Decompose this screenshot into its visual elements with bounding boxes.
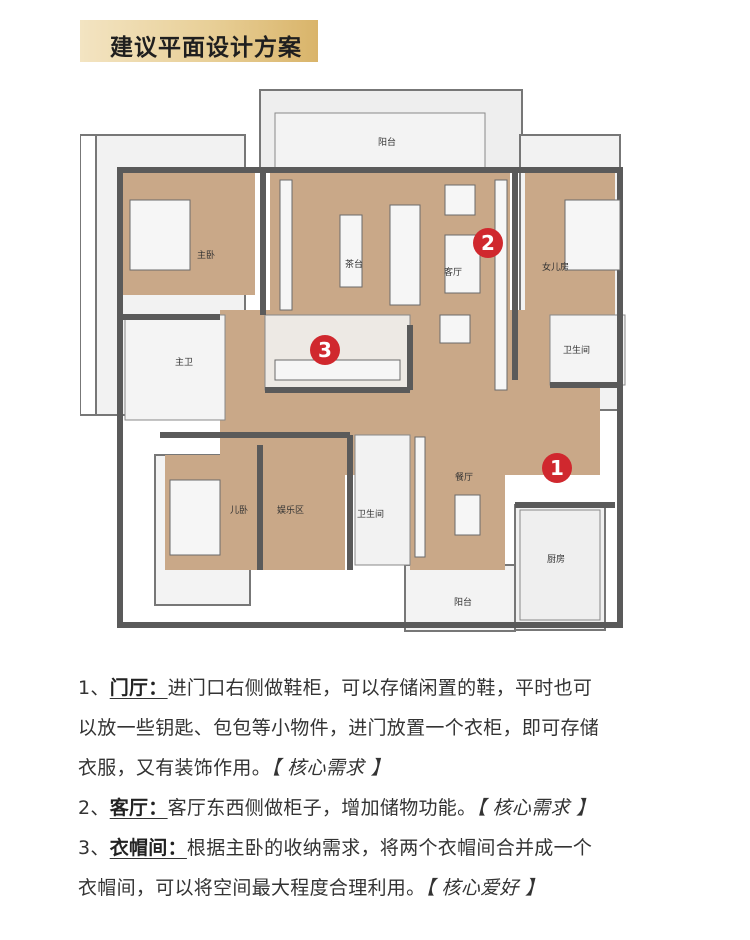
title-banner: 建议平面设计方案 <box>80 20 318 62</box>
item-2-number: 2、 <box>78 797 110 819</box>
room-label-dining: 餐厅 <box>455 471 473 483</box>
marker-3-number: 3 <box>318 338 332 362</box>
item-2-label: 客厅： <box>109 797 168 819</box>
item-3-tag: 【 核心爱好 】 <box>425 877 545 899</box>
room-label-kitchen: 厨房 <box>547 553 565 565</box>
marker-3: 3 <box>310 335 340 365</box>
room-label-living-room: 客厅 <box>444 266 462 278</box>
item-3-line1: 根据主卧的收纳需求，将两个衣帽间合并成一个 <box>186 837 593 859</box>
item-3-line2-row: 衣帽间，可以将空间最大程度合理利用。【 核心爱好 】 <box>78 868 688 908</box>
marker-2: 2 <box>473 228 503 258</box>
item-1-number: 1、 <box>78 677 110 699</box>
room-label-son-room: 儿卧 <box>230 504 248 516</box>
room-label-bathroom-right: 卫生间 <box>563 344 590 356</box>
item-3-number: 3、 <box>78 837 110 859</box>
item-3-line2: 衣帽间，可以将空间最大程度合理利用。 <box>78 877 426 899</box>
room-label-tea-table: 茶台 <box>345 258 363 270</box>
plan-furniture <box>129 179 621 558</box>
room-label-balcony-top: 阳台 <box>378 136 396 148</box>
item-1: 1、门厅：进门口右侧做鞋柜，可以存储闲置的鞋，平时也可 <box>78 668 688 708</box>
item-1-line2: 以放一些钥匙、包包等小物件，进门放置一个衣柜，即可存储 <box>78 717 600 739</box>
item-3-label: 衣帽间： <box>109 837 187 859</box>
floor-plan: 阳台 主卧 茶台 客厅 女儿房 主卫 卫生间 儿卧 娱乐区 卫生间 餐厅 厨房 … <box>80 89 626 632</box>
item-2-tag: 【 核心需求 】 <box>476 797 596 819</box>
marker-1: 1 <box>542 453 572 483</box>
item-3: 3、衣帽间：根据主卧的收纳需求，将两个衣帽间合并成一个 <box>78 828 688 868</box>
item-1-tag: 【 核心需求 】 <box>271 757 390 779</box>
marker-2-number: 2 <box>481 231 495 255</box>
room-label-master-bath: 主卫 <box>175 356 193 368</box>
item-2: 2、客厅：客厅东西侧做柜子，增加储物功能。【 核心需求 】 <box>78 788 688 828</box>
item-1-line3: 衣服，又有装饰作用。 <box>78 757 272 779</box>
item-2-line1: 客厅东西侧做柜子，增加储物功能。 <box>167 797 477 819</box>
room-label-master-bedroom: 主卧 <box>197 249 215 261</box>
room-label-daughter-room: 女儿房 <box>542 261 569 273</box>
item-1-line1: 进门口右侧做鞋柜，可以存储闲置的鞋，平时也可 <box>167 677 593 699</box>
page-title: 建议平面设计方案 <box>110 35 302 61</box>
room-label-balcony-bottom: 阳台 <box>454 596 472 608</box>
marker-1-number: 1 <box>550 456 564 480</box>
room-label-bathroom-mid: 卫生间 <box>357 508 384 520</box>
plan-walls <box>117 167 623 628</box>
item-1-line3-row: 衣服，又有装饰作用。【 核心需求 】 <box>78 748 688 788</box>
room-label-entertainment: 娱乐区 <box>277 504 304 516</box>
description-list: 1、门厅：进门口右侧做鞋柜，可以存储闲置的鞋，平时也可 以放一些钥匙、包包等小物… <box>78 668 688 908</box>
item-1-label: 门厅： <box>109 677 168 699</box>
